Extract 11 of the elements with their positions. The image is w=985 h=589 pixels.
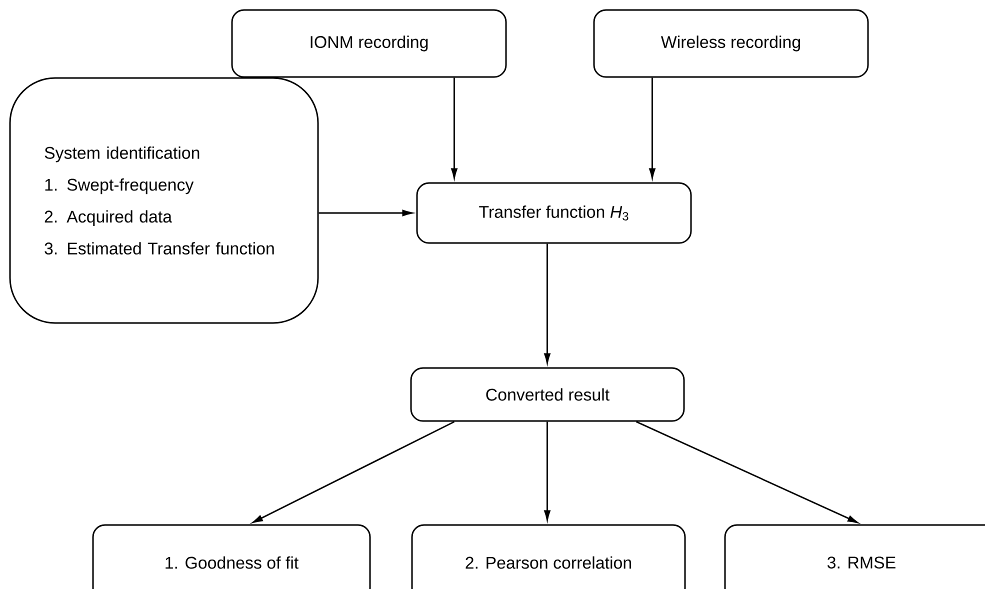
arrow: [252, 421, 455, 523]
process-box: Wireless recording: [593, 9, 869, 78]
process-box: 2. Pearson correlation: [411, 524, 686, 589]
process-box: System identification 1. Swept-frequency 2. Acquired data 3. Estimated Transfer function: [9, 77, 319, 324]
process-box: Converted result: [410, 367, 685, 422]
arrow: [318, 210, 412, 216]
process-box: IONM recording: [231, 9, 507, 78]
process-box: 3. RMSE: [724, 524, 985, 589]
arrow: [636, 421, 858, 524]
process-box: Transfer function H$_{3}$: [416, 182, 692, 244]
process-box: 1. Goodness of fit: [92, 524, 371, 589]
